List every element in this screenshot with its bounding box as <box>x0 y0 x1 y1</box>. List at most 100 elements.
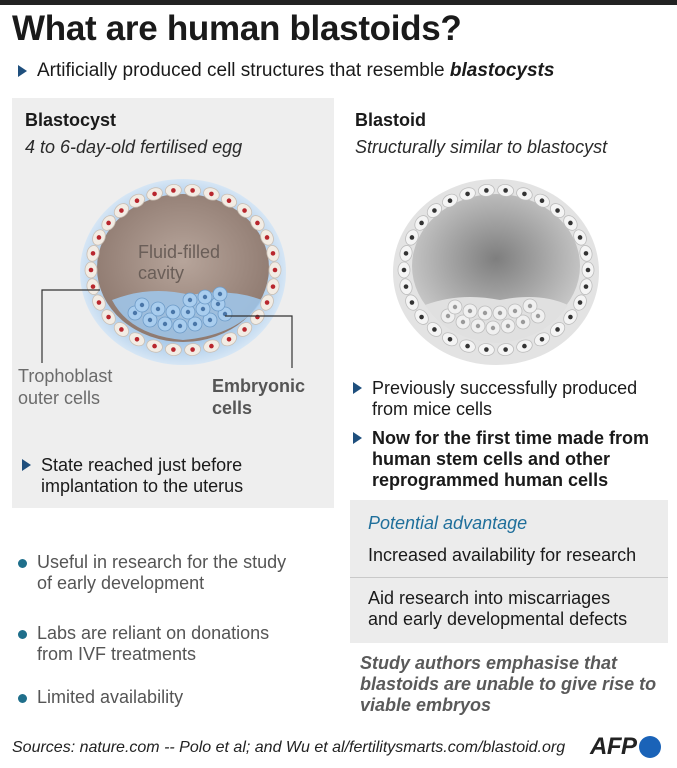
cell-nucleus <box>447 198 453 204</box>
cell-nucleus <box>207 317 213 323</box>
cell-nucleus <box>90 251 96 256</box>
cell-nucleus <box>242 327 247 332</box>
cell-nucleus <box>419 220 424 226</box>
cell-nucleus <box>202 294 208 300</box>
cell-nucleus <box>96 300 102 305</box>
cell-nucleus <box>162 321 168 327</box>
cell-nucleus <box>497 310 503 316</box>
subtitle: Artificially produced cell structures th… <box>18 60 554 82</box>
cell-nucleus <box>447 336 453 342</box>
bullet-dot-icon <box>18 630 27 639</box>
blastocyst-subheading: 4 to 6-day-old fertilised egg <box>25 137 243 157</box>
cell-nucleus <box>475 323 481 329</box>
blastocyst-state-bullet: State reached just before implantation t… <box>22 455 243 497</box>
blastoid-heading: Blastoid <box>355 110 427 130</box>
cell-nucleus <box>409 300 415 305</box>
blastoid-subheading: Structurally similar to blastocyst <box>355 137 608 157</box>
cell-nucleus <box>403 251 409 256</box>
bullet-triangle-icon <box>22 459 31 471</box>
cell-nucleus <box>460 319 466 325</box>
cell-nucleus <box>106 314 111 320</box>
cell-nucleus <box>467 308 473 314</box>
cell-nucleus <box>512 308 518 314</box>
advantage-item-availability: Increased availability for research <box>368 545 637 565</box>
afp-logo-dot-icon <box>638 736 661 758</box>
cell-nucleus <box>419 314 424 320</box>
advantage-divider <box>350 577 668 578</box>
cell-nucleus <box>505 323 511 329</box>
cell-nucleus <box>226 336 232 342</box>
cell-nucleus <box>171 188 176 193</box>
top-rule <box>0 0 677 5</box>
cell-nucleus <box>222 311 228 317</box>
cell-nucleus <box>522 191 527 197</box>
embryonic-label: Embryonic cells <box>212 376 306 418</box>
cell-nucleus <box>190 188 195 193</box>
advantage-title: Potential advantage <box>368 513 528 533</box>
cell-nucleus <box>152 343 157 349</box>
list-item-research: Useful in research for the study of earl… <box>18 552 286 594</box>
advantage-item-research: Aid research into miscarriages and early… <box>368 588 628 629</box>
cell-nucleus <box>484 347 489 352</box>
blastoid-bullet-mice: Previously successfully produced from mi… <box>353 378 637 420</box>
trophoblast-cells <box>84 184 282 356</box>
cell-nucleus <box>215 301 221 307</box>
cell-nucleus <box>555 208 560 213</box>
cell-nucleus <box>192 321 198 327</box>
cell-nucleus <box>209 191 214 197</box>
cell-nucleus <box>520 319 526 325</box>
cell-nucleus <box>170 309 176 315</box>
cell-nucleus <box>200 306 206 312</box>
cavity-label-line2: cavity <box>138 263 184 283</box>
cell-nucleus <box>568 314 573 320</box>
afp-logo: AFP <box>590 733 661 761</box>
cell-nucleus <box>270 284 276 289</box>
cell-nucleus <box>484 188 489 193</box>
blastoid-outer-cells <box>397 184 595 356</box>
cell-nucleus <box>577 300 583 305</box>
sources-footer: Sources: nature.com -- Polo et al; and W… <box>12 739 566 756</box>
cell-nucleus <box>503 347 508 352</box>
cell-nucleus <box>585 267 591 273</box>
afp-logo-text: AFP <box>590 733 637 760</box>
cell-nucleus <box>152 191 157 197</box>
cell-nucleus <box>88 267 94 273</box>
cell-nucleus <box>255 220 260 226</box>
cell-nucleus <box>139 302 145 308</box>
cell-nucleus <box>432 327 437 332</box>
cell-nucleus <box>568 220 573 226</box>
cell-nucleus <box>535 313 541 319</box>
cell-nucleus <box>432 208 437 213</box>
cell-nucleus <box>90 284 96 289</box>
cell-nucleus <box>96 235 102 240</box>
trophoblast-leader-line <box>41 289 100 363</box>
cell-nucleus <box>503 188 508 193</box>
list-item-availability: Limited availability <box>18 687 183 708</box>
cell-nucleus <box>147 317 153 323</box>
cell-nucleus <box>555 327 560 332</box>
study-note: Study authors emphasise that blastoids a… <box>360 653 657 715</box>
cell-nucleus <box>490 325 496 331</box>
cell-nucleus <box>577 235 583 240</box>
cell-nucleus <box>171 347 176 352</box>
cell-nucleus <box>403 284 409 289</box>
cell-nucleus <box>539 336 545 342</box>
blastoid-bullet-human: Now for the first time made from human s… <box>353 428 649 491</box>
potential-advantage-box: Potential advantage Increased availabili… <box>350 500 668 643</box>
cell-nucleus <box>270 251 276 256</box>
bullet-dot-icon <box>18 694 27 703</box>
subtitle-text: Artificially produced cell structures th… <box>37 60 445 81</box>
cell-nucleus <box>401 267 407 273</box>
bullet-triangle-icon <box>353 382 362 394</box>
cell-nucleus <box>445 313 451 319</box>
cavity-label-line1: Fluid-filled <box>138 242 220 262</box>
cell-nucleus <box>409 235 415 240</box>
cell-nucleus <box>134 198 140 204</box>
cell-nucleus <box>119 327 124 332</box>
cell-nucleus <box>242 208 247 213</box>
blastoid-inner-cells <box>440 298 546 336</box>
trophoblast-label: Trophoblast outer cells <box>18 366 113 408</box>
blastocyst-heading: Blastocyst <box>25 110 117 130</box>
embryonic-cells <box>127 286 233 334</box>
